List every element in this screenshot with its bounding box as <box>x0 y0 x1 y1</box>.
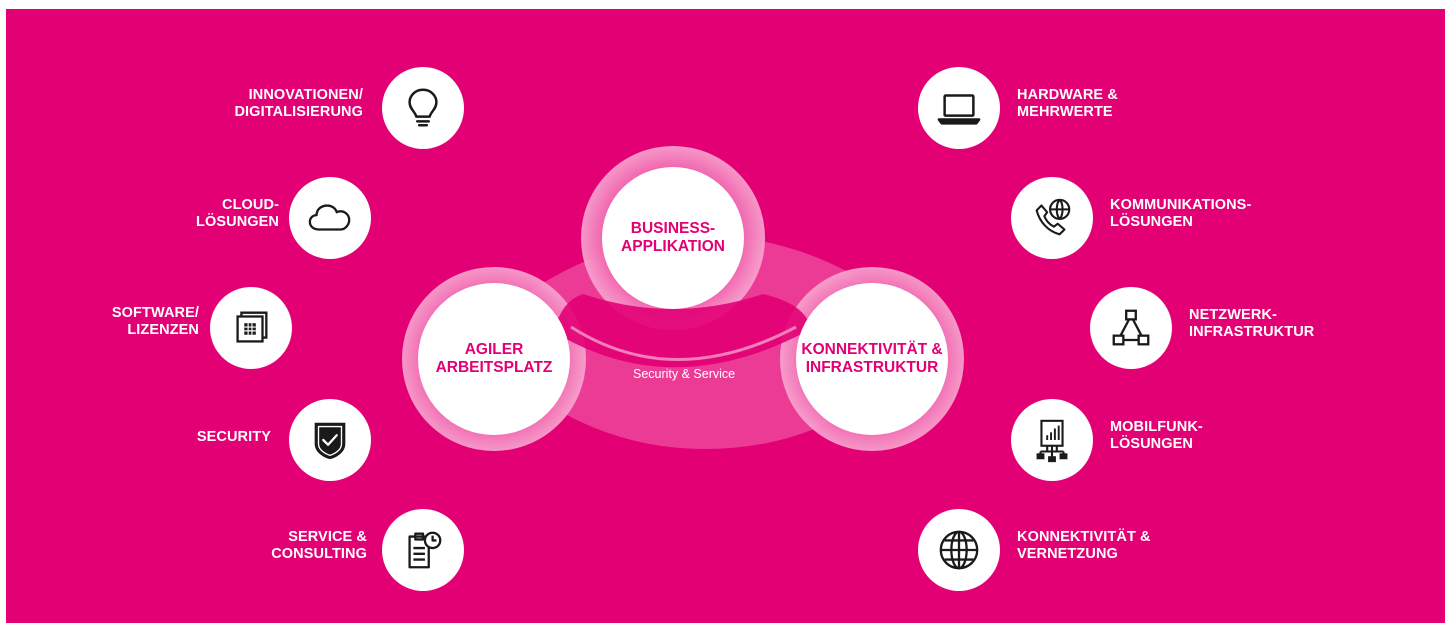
feature-hardware[interactable] <box>918 67 1000 149</box>
label-cloud: CLOUD- LÖSUNGEN <box>196 197 279 230</box>
feature-innovationen[interactable] <box>382 67 464 149</box>
software-stack-icon <box>236 311 268 343</box>
feature-service-consulting[interactable] <box>382 509 464 591</box>
label-security: SECURITY <box>196 429 271 445</box>
feature-software[interactable] <box>210 287 292 369</box>
cloud-icon <box>308 204 351 231</box>
feature-netzwerk[interactable] <box>1090 287 1172 369</box>
feature-security[interactable] <box>289 399 371 481</box>
hub-konnektivitaet-infrastruktur[interactable]: KONNEKTIVITÄT & INFRASTRUKTUR <box>796 283 948 435</box>
mobile-signal-icon <box>1036 419 1068 463</box>
clipboard-clock-icon <box>408 531 442 569</box>
feature-mobilfunk[interactable] <box>1011 399 1093 481</box>
globe-icon <box>939 530 979 570</box>
lightbulb-icon <box>408 88 438 127</box>
laptop-icon <box>937 94 981 125</box>
portfolio-panel: BUSINESS- APPLIKATION AGILER ARBEITSPLAT… <box>6 9 1445 623</box>
label-innovationen: INNOVATIONEN/ DIGITALISIERUNG <box>234 87 363 120</box>
security-service-label: Security & Service <box>633 367 736 381</box>
label-konnektivitaet-vernetzung: KONNEKTIVITÄT & VERNETZUNG <box>1017 529 1151 562</box>
phone-globe-icon <box>1035 198 1071 236</box>
hub-agiler-arbeitsplatz[interactable]: AGILER ARBEITSPLATZ <box>418 283 570 435</box>
label-software: SOFTWARE/ LIZENZEN <box>111 305 199 338</box>
label-hardware: HARDWARE & MEHRWERTE <box>1017 87 1118 120</box>
hub-business-applikation[interactable]: BUSINESS- APPLIKATION <box>602 167 744 309</box>
label-kommunikation: KOMMUNIKATIONS- LÖSUNGEN <box>1110 197 1252 230</box>
label-mobilfunk: MOBILFUNK- LÖSUNGEN <box>1110 419 1203 452</box>
feature-kommunikation[interactable] <box>1011 177 1093 259</box>
feature-konnektivitaet-vernetzung[interactable] <box>918 509 1000 591</box>
feature-cloud[interactable] <box>289 177 371 259</box>
shield-check-icon <box>314 422 346 460</box>
label-netzwerk: NETZWERK- INFRASTRUKTUR <box>1189 307 1315 340</box>
network-nodes-icon <box>1112 309 1150 346</box>
label-service-consulting: SERVICE & CONSULTING <box>271 529 367 562</box>
